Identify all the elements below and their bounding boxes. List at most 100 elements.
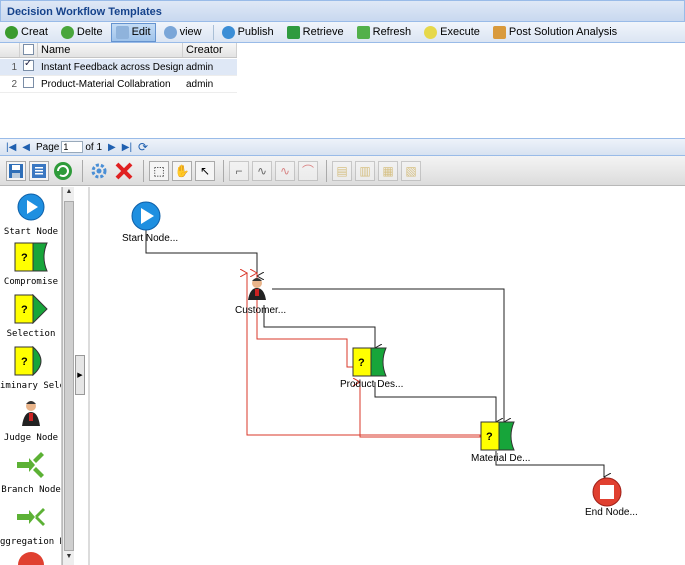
view-button[interactable]: view bbox=[159, 23, 207, 42]
start-node[interactable] bbox=[131, 201, 161, 231]
align-top-icon: ▧ bbox=[405, 163, 417, 178]
bezier-line-button[interactable]: ∿ bbox=[275, 160, 295, 181]
collapse-palette-toggle[interactable]: ▶ bbox=[75, 355, 85, 395]
retrieve-label: Retrieve bbox=[302, 26, 344, 38]
palette-item-aggregation-node[interactable]: ggregation No bbox=[0, 502, 61, 547]
post-analysis-label: Post Solution Analysis bbox=[508, 26, 618, 38]
refresh-diagram-button[interactable] bbox=[52, 160, 74, 182]
refresh-button[interactable]: Refresh bbox=[352, 23, 417, 42]
workflow-diagram: ? ? bbox=[131, 201, 622, 507]
scroll-thumb[interactable] bbox=[64, 201, 74, 551]
edit-icon bbox=[115, 25, 129, 39]
palette-label: ggregation No bbox=[0, 537, 61, 547]
cursor-icon: ↖ bbox=[199, 163, 211, 178]
end-node[interactable] bbox=[592, 477, 622, 507]
link-material-end[interactable] bbox=[495, 451, 604, 477]
row-creator: admin bbox=[186, 61, 214, 73]
feedback-product-customer[interactable] bbox=[257, 273, 360, 368]
publish-icon bbox=[221, 25, 235, 39]
name-column-header[interactable]: Name bbox=[38, 43, 183, 57]
grid-header: Name Creator bbox=[0, 43, 237, 58]
select-all-header[interactable] bbox=[20, 43, 38, 57]
magnifier-icon bbox=[163, 25, 177, 39]
palette-item-end-node[interactable] bbox=[0, 551, 61, 565]
product-node[interactable]: ? bbox=[352, 347, 387, 377]
palette-label: Branch Node bbox=[1, 485, 61, 495]
refresh-icon bbox=[356, 25, 370, 39]
table-row[interactable]: 1 Instant Feedback across Design Work...… bbox=[0, 59, 237, 76]
pan-tool-button[interactable]: ✋ bbox=[172, 160, 192, 181]
align-top-button[interactable]: ▧ bbox=[401, 160, 421, 181]
selection-node-icon: ? bbox=[14, 293, 48, 325]
panel-title: Decision Workflow Templates bbox=[0, 0, 685, 22]
align-center-button[interactable]: ▥ bbox=[355, 160, 375, 181]
svg-text:?: ? bbox=[21, 304, 28, 316]
aggregation-node-icon bbox=[17, 508, 45, 526]
row-checkbox[interactable] bbox=[23, 60, 34, 71]
palette-item-preliminary-selection[interactable]: ? iminary Sele bbox=[0, 345, 61, 391]
material-node-label: Material De... bbox=[471, 453, 531, 464]
canvas-divider bbox=[88, 187, 90, 565]
link-start-customer[interactable] bbox=[145, 229, 257, 276]
create-label: Creat bbox=[21, 26, 48, 38]
node-palette: Start Node ? Compromise ? Selection ? im… bbox=[0, 187, 62, 565]
product-node-label: Product Des... bbox=[340, 379, 404, 390]
link-product-material[interactable] bbox=[374, 382, 496, 422]
first-page-icon[interactable]: |◀ bbox=[6, 141, 17, 153]
workflow-canvas[interactable]: ? ? Start Node... Customer... Product De… bbox=[90, 187, 685, 565]
judge-node-icon bbox=[22, 401, 40, 426]
retrieve-icon bbox=[286, 25, 300, 39]
palette-item-selection[interactable]: ? Selection bbox=[0, 293, 61, 339]
palette-item-compromise[interactable]: ? Compromise bbox=[0, 242, 61, 287]
delete-button[interactable]: Delte bbox=[56, 23, 108, 42]
select-tool-button[interactable]: ⬚ bbox=[149, 160, 169, 181]
red-line-button[interactable]: ⌒ bbox=[298, 160, 318, 181]
select-all-checkbox[interactable] bbox=[23, 44, 34, 55]
table-row[interactable]: 2 Product-Material Collabration admin bbox=[0, 76, 237, 93]
straight-line-button[interactable]: ⌐ bbox=[229, 160, 249, 181]
execute-button[interactable]: Execute bbox=[419, 23, 485, 42]
align-center-icon: ▥ bbox=[359, 163, 371, 178]
creator-column-header[interactable]: Creator bbox=[183, 43, 237, 57]
palette-label: Compromise bbox=[3, 277, 59, 287]
add-icon bbox=[5, 25, 18, 39]
toolbar-separator bbox=[82, 159, 83, 182]
link-customer-material[interactable] bbox=[272, 288, 504, 422]
palette-item-judge-node[interactable]: Judge Node bbox=[0, 398, 61, 443]
palette-item-start-node[interactable]: Start Node bbox=[0, 192, 61, 237]
publish-button[interactable]: Publish bbox=[217, 23, 279, 42]
post-analysis-button[interactable]: Post Solution Analysis bbox=[488, 23, 622, 42]
scroll-down-icon[interactable]: ▼ bbox=[65, 553, 73, 560]
svg-text:?: ? bbox=[486, 431, 493, 443]
align-right-button[interactable]: ▦ bbox=[378, 160, 398, 181]
last-page-icon[interactable]: ▶| bbox=[121, 141, 133, 153]
row-checkbox[interactable] bbox=[23, 77, 34, 88]
connect-tool-button[interactable]: ↖ bbox=[195, 160, 215, 181]
properties-icon bbox=[32, 163, 46, 178]
create-button[interactable]: Creat bbox=[0, 23, 53, 42]
retrieve-button[interactable]: Retrieve bbox=[282, 23, 349, 42]
execute-label: Execute bbox=[440, 26, 480, 38]
line-red-icon: ⌒ bbox=[301, 164, 314, 178]
save-button[interactable] bbox=[6, 160, 26, 181]
align-left-button[interactable]: ▤ bbox=[332, 160, 352, 181]
material-node[interactable]: ? bbox=[480, 421, 515, 451]
page-number-input[interactable]: 1 bbox=[61, 141, 84, 153]
settings-button[interactable] bbox=[88, 160, 110, 182]
palette-scrollbar[interactable]: ▲ ▼ bbox=[62, 187, 74, 565]
palette-item-branch-node[interactable]: Branch Node bbox=[0, 450, 61, 495]
edit-button[interactable]: Edit bbox=[110, 22, 156, 42]
properties-button[interactable] bbox=[29, 160, 49, 181]
start-node-label: Start Node... bbox=[122, 233, 179, 244]
line-curve-icon: ∿ bbox=[256, 163, 268, 178]
curve-line-button[interactable]: ∿ bbox=[252, 160, 272, 181]
scroll-up-icon[interactable]: ▲ bbox=[65, 188, 73, 195]
link-customer-product[interactable] bbox=[263, 305, 375, 348]
delete-node-button[interactable] bbox=[113, 160, 135, 182]
refresh-icon[interactable]: ⟳ bbox=[138, 140, 149, 154]
line-straight-icon: ⌐ bbox=[235, 163, 243, 178]
next-page-icon[interactable]: ▶ bbox=[108, 141, 116, 153]
feedback-material-product[interactable] bbox=[360, 382, 487, 438]
customer-node[interactable] bbox=[248, 278, 266, 300]
prev-page-icon[interactable]: ◀ bbox=[22, 141, 30, 153]
